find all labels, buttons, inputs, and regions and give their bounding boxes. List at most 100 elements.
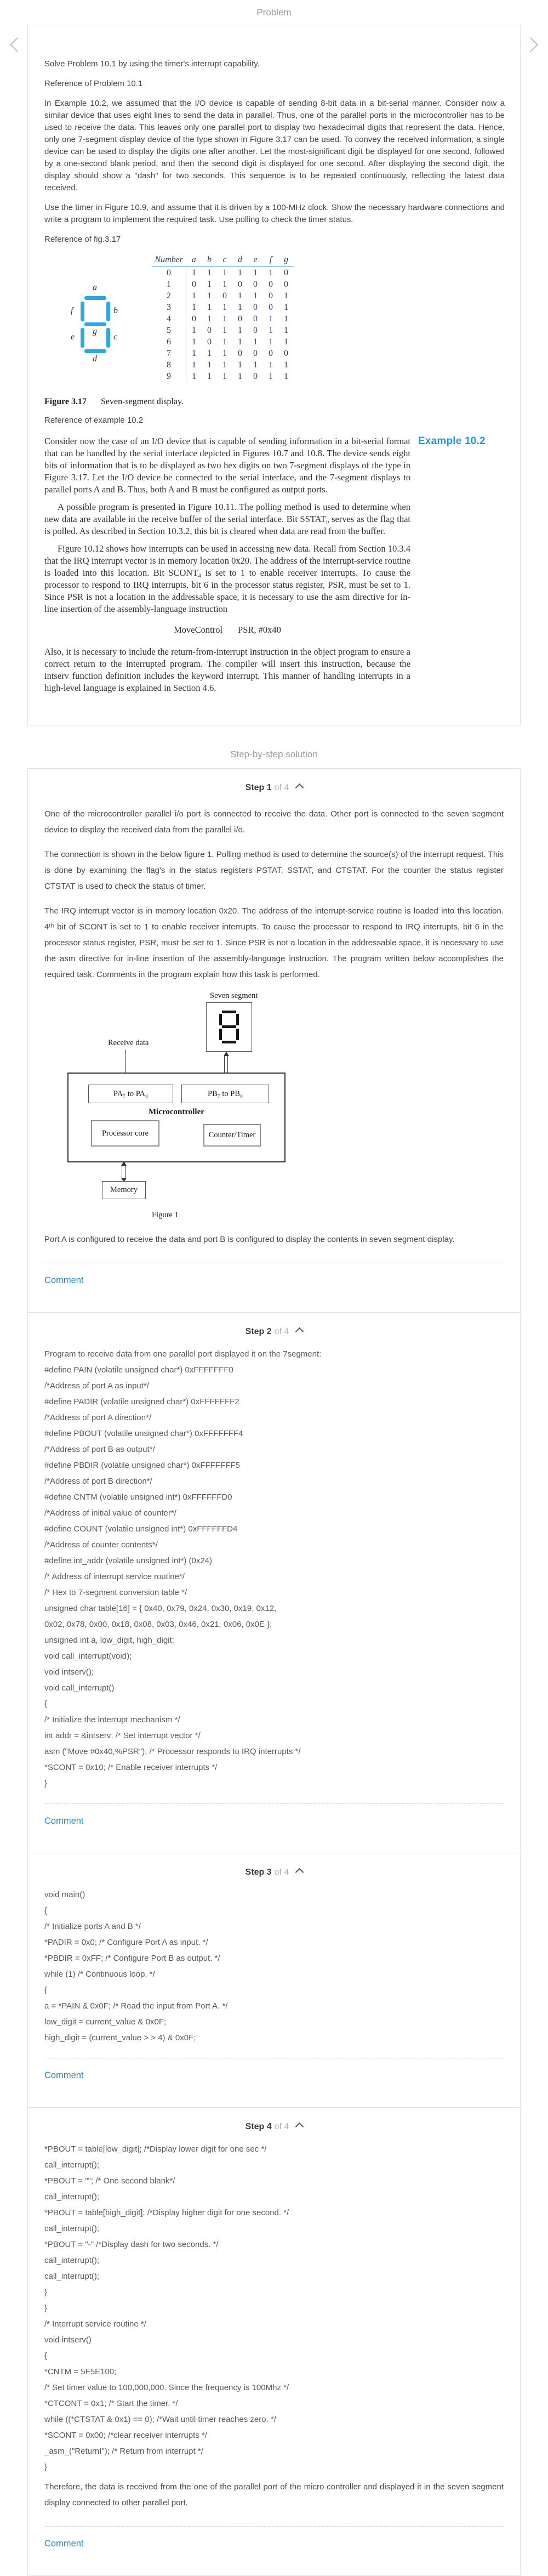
code-line: /*Address of port B as output*/ [44, 1445, 155, 1454]
table-cell: 1 [284, 325, 288, 335]
receive-data-label: Receive data [108, 1039, 149, 1047]
table-cell: 1 [284, 360, 288, 370]
code-line: #define PAIN (volatile unsigned char*) 0… [44, 1365, 233, 1375]
divider [44, 1803, 504, 1804]
code-line: /*Address of counter contents*/ [44, 1540, 158, 1550]
code-line: call_interrupt(); [44, 2224, 100, 2233]
table-cell: 1 [269, 371, 273, 381]
table-cell: 0 [269, 279, 273, 289]
table-header-cell: b [202, 253, 217, 267]
code-line: call_interrupt(); [44, 2160, 100, 2170]
code-line: /* Initialize the interrupt mechanism */ [44, 1715, 180, 1724]
table-cell: 1 [207, 291, 212, 300]
table-header-cell: d [232, 253, 248, 267]
step-conclusion: Therefore, the data is received from the… [44, 2482, 504, 2507]
table-cell: 1 [222, 371, 227, 381]
table-cell: 1 [269, 325, 273, 335]
figure-1-diagram: Seven segment Receive data PA₇ to PA₀ [44, 991, 504, 1226]
figure-caption-text: Seven-segment display. [101, 397, 184, 406]
divider [44, 2526, 504, 2527]
table-cell-number: 5 [152, 325, 186, 336]
code-line: } [44, 2288, 48, 2297]
code-line: while (1) /* Continuous loop. */ [44, 1970, 155, 1979]
seven-segment-display-blue: a f b g e c d [71, 283, 118, 364]
arrow-head-up-icon [224, 1052, 229, 1056]
example-10-2-excerpt: Consider now the case of an I/O device t… [44, 435, 505, 700]
table-cell: 1 [192, 360, 196, 370]
segment-d-label: d [93, 354, 97, 364]
table-cell: 0 [284, 348, 288, 358]
code-line: void intserv(); [44, 1667, 94, 1677]
code-line: /* Address of interrupt service routine*… [44, 1572, 185, 1581]
table-row: 3 1 1 1 1 0 0 1 [152, 302, 294, 313]
table-header-cell: e [248, 253, 263, 267]
table-cell: 1 [253, 360, 258, 370]
comment-link[interactable]: Comment [44, 2070, 84, 2080]
table-cell: 0 [207, 325, 212, 335]
segment-f [81, 302, 84, 321]
table-cell: 1 [207, 279, 212, 289]
comment-link[interactable]: Comment [44, 2539, 84, 2549]
table-cell-number: 2 [152, 290, 186, 302]
table-cell: 0 [284, 279, 288, 289]
table-cell: 1 [207, 371, 212, 381]
chevron-left-icon[interactable] [10, 37, 25, 52]
code-line: *CNTM = 5F5E100; [44, 2367, 117, 2376]
table-cell: 1 [192, 302, 196, 312]
code-line: { [44, 1985, 48, 1995]
table-row: 2 1 1 0 1 1 0 1 [152, 290, 294, 302]
code-line: unsigned char table[16] = { 0x40, 0x79, … [44, 1604, 277, 1613]
table-cell: 1 [238, 325, 242, 335]
problem-intro: Solve Problem 10.1 by using the timer's … [44, 59, 260, 69]
code-line: #define CNTM (volatile unsigned int*) 0x… [44, 1493, 232, 1502]
memory-box: Memory [102, 1181, 146, 1199]
seven-segment-digit-8 [219, 1011, 239, 1043]
table-cell: 1 [192, 337, 196, 347]
segment-a-label: a [93, 283, 97, 292]
problem-body: In Example 10.2, we assumed that the I/O… [44, 99, 505, 192]
code-line: *PBOUT = table[low_digit]; /*Display low… [44, 2144, 267, 2154]
figure-reference-label: Reference of fig.3.17 [44, 235, 121, 244]
table-cell: 1 [253, 268, 258, 277]
comment-link[interactable]: Comment [44, 1816, 84, 1826]
code-line: #define PBOUT (volatile unsigned char*) … [44, 1429, 243, 1438]
microcontroller-label: Microcontroller [149, 1108, 204, 1116]
table-cell: 0 [238, 314, 242, 324]
code-line: #define int_addr (volatile unsigned int*… [44, 1556, 213, 1565]
table-cell: 0 [207, 337, 212, 347]
code-line: *CTCONT = 0x1; /* Start the timer. */ [44, 2399, 178, 2408]
table-cell: 0 [222, 291, 227, 300]
code-line: void call_interrupt(void); [44, 1652, 132, 1661]
example-reference-label: Reference of example 10.2 [44, 416, 144, 425]
table-cell: 1 [222, 348, 227, 358]
table-row: 9 1 1 1 1 0 1 1 [152, 371, 294, 382]
collapse-step-icon[interactable] [295, 783, 304, 792]
port-b-box: PB₇ to PB₀ [181, 1085, 269, 1103]
table-header-cell: Number [152, 253, 186, 267]
table-cell: 1 [192, 325, 196, 335]
code-line: high_digit = (current_value > > 4) & 0x0… [44, 2033, 196, 2042]
code-line: { [44, 1699, 48, 1709]
arrow-head-up-icon [121, 1161, 127, 1166]
collapse-step-icon[interactable] [295, 2122, 304, 2131]
chevron-right-icon[interactable] [523, 37, 538, 52]
collapse-step-icon[interactable] [295, 1868, 304, 1877]
code-line: int addr = &intserv; /* Set interrupt ve… [44, 1731, 201, 1740]
table-row: 7 1 1 1 0 0 0 0 [152, 348, 294, 359]
code-line: call_interrupt(); [44, 2272, 100, 2281]
table-cell: 1 [238, 291, 242, 300]
table-cell: 1 [284, 314, 288, 324]
table-cell-number: 3 [152, 302, 186, 313]
table-cell: 1 [269, 360, 273, 370]
step-paragraph: The IRQ interrupt vector is in memory lo… [44, 906, 504, 979]
step-paragraph: The connection is shown in the below fig… [44, 850, 504, 891]
table-cell: 0 [269, 302, 273, 312]
comment-link[interactable]: Comment [44, 1275, 84, 1285]
collapse-step-icon[interactable] [295, 1327, 304, 1336]
problem-timer-note: Use the timer in Figure 10.9, and assume… [44, 203, 505, 224]
